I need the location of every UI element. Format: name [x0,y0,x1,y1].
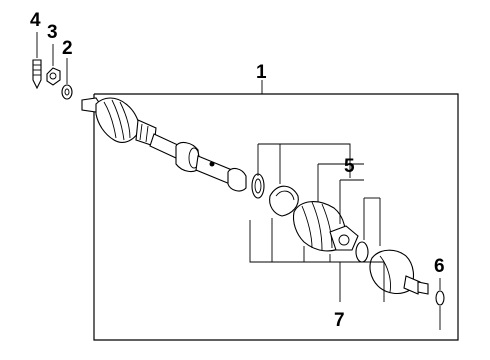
callout-2-label: 2 [62,38,73,59]
o-ring-part-6 [435,290,445,306]
bolt-part-4 [32,32,42,90]
clamp-ring-left [251,173,265,199]
outer-cv-joint [81,97,157,147]
nut-part-3 [46,44,61,86]
shaft-body [149,133,247,192]
callout-5-bracket [257,143,381,246]
callout-4-label: 4 [30,10,41,31]
callout-1-label: 1 [256,62,267,83]
assembly-frame [93,80,459,341]
callout-7-bracket [249,218,385,302]
callout-6-label: 6 [434,256,445,277]
inner-cv-housing [369,249,429,295]
callout-3-label: 3 [47,22,58,43]
tripod-joint [329,225,359,251]
snap-ring [355,241,369,263]
callout-7-label: 7 [334,310,345,331]
washer-part-2 [61,58,73,100]
clamp-band [269,185,299,217]
callout-5-label: 5 [344,156,355,177]
